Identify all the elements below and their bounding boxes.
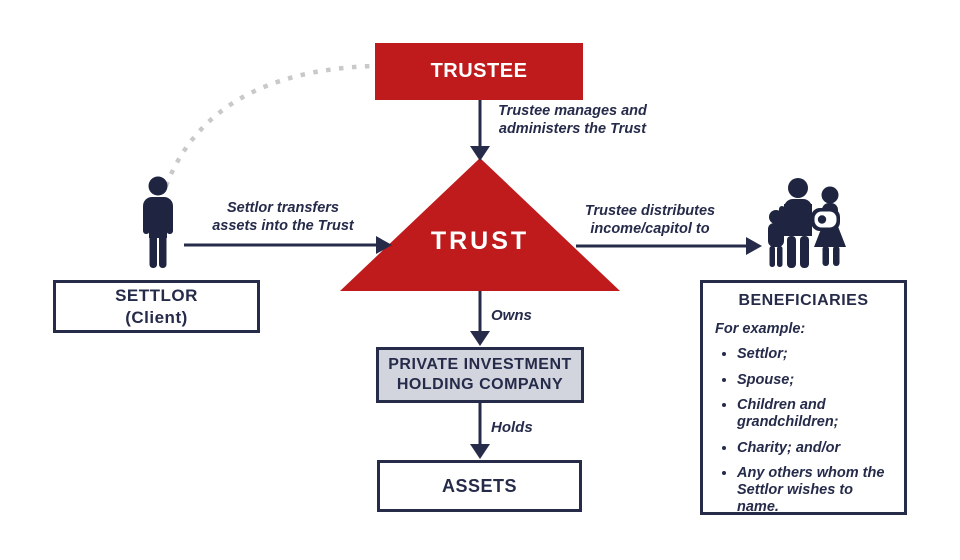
edge-label-trustee-distributes: Trustee distributes income/capitol to xyxy=(584,203,716,237)
trustee-to-trust-arrowhead xyxy=(470,146,490,161)
settlor-to-trustee-dotted-arc xyxy=(163,63,373,187)
holding-company-node: PRIVATE INVESTMENT HOLDING COMPANY xyxy=(376,347,584,403)
assets-label: ASSETS xyxy=(441,475,518,496)
settlor-node: SETTLOR (Client) xyxy=(53,280,260,333)
trust-to-beneficiaries-arrowhead xyxy=(746,237,762,255)
beneficiaries-intro: For example: xyxy=(715,321,806,337)
beneficiaries-list-item: Spouse; xyxy=(737,372,892,389)
beneficiaries-list: Settlor; Spouse; Children and grandchild… xyxy=(721,346,892,524)
beneficiaries-list-item: Children and grandchildren; xyxy=(737,397,892,430)
trust-to-holding-arrowhead xyxy=(470,331,490,346)
edge-label-settlor-transfers: Settlor transfers assets into the Trust xyxy=(212,200,354,234)
family-icon xyxy=(768,178,846,268)
holding-to-assets-arrowhead xyxy=(470,444,490,459)
edge-label-holds: Holds xyxy=(491,419,533,436)
holding-company-label: PRIVATE INVESTMENT HOLDING COMPANY xyxy=(388,356,572,393)
beneficiaries-list-item: Settlor; xyxy=(737,346,892,363)
beneficiaries-list-item: Any others whom the Settlor wishes to na… xyxy=(737,465,892,515)
settlor-label: SETTLOR xyxy=(115,286,198,306)
beneficiaries-title: BENEFICIARIES xyxy=(738,292,869,309)
edge-label-trustee-manages: Trustee manages and administers the Trus… xyxy=(498,103,647,137)
trustee-label: TRUSTEE xyxy=(430,60,528,82)
beneficiaries-node: BENEFICIARIES For example: Settlor; Spou… xyxy=(700,280,907,515)
assets-node: ASSETS xyxy=(377,460,582,512)
trust-label: TRUST xyxy=(430,227,530,255)
edge-label-owns: Owns xyxy=(491,307,532,324)
trustee-node: TRUSTEE xyxy=(375,43,583,100)
settlor-sublabel: (Client) xyxy=(125,307,188,327)
person-icon xyxy=(143,176,173,268)
beneficiaries-list-item: Charity; and/or xyxy=(737,440,892,457)
